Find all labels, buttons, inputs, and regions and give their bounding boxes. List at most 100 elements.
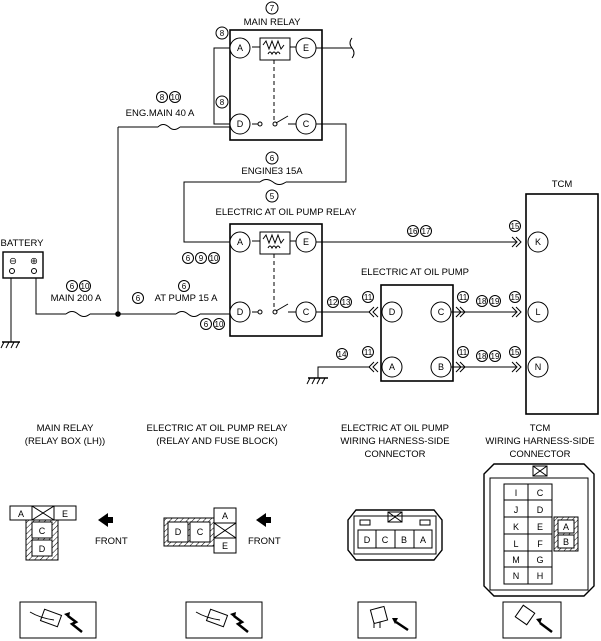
svg-text:(RELAY AND FUSE BLOCK): (RELAY AND FUSE BLOCK)	[156, 436, 278, 447]
svg-text:ELECTRIC AT OIL PUMP: ELECTRIC AT OIL PUMP	[341, 423, 449, 434]
svg-text:13: 13	[342, 298, 351, 307]
svg-text:12: 12	[329, 298, 338, 307]
svg-text:15: 15	[511, 348, 520, 357]
svg-text:C: C	[303, 119, 310, 129]
svg-text:E: E	[222, 541, 228, 551]
svg-text:E: E	[303, 237, 309, 247]
svg-text:A: A	[563, 522, 569, 532]
relay-to-pump-wire	[316, 306, 379, 318]
svg-text:CONNECTOR: CONNECTOR	[364, 449, 425, 460]
pump-relay-terminal-a	[229, 231, 251, 253]
svg-text:J: J	[514, 505, 519, 515]
svg-text:19: 19	[491, 352, 500, 361]
relay-to-tcm-wire	[316, 236, 522, 248]
svg-text:A: A	[237, 43, 243, 53]
main-relay: 7 MAIN RELAY A E D C 8 8	[215, 1, 323, 141]
oil-pump-terminal-a	[381, 356, 403, 378]
svg-text:WIRING HARNESS-SIDE: WIRING HARNESS-SIDE	[340, 436, 449, 447]
tcm: K L N	[525, 193, 599, 415]
svg-text:5: 5	[270, 192, 275, 201]
svg-text:K: K	[535, 237, 541, 247]
svg-text:F: F	[537, 539, 543, 549]
svg-text:A: A	[420, 535, 426, 545]
tcm-terminal-l	[527, 301, 549, 323]
svg-text:A: A	[237, 237, 243, 247]
svg-text:FRONT: FRONT	[95, 536, 128, 547]
svg-text:10: 10	[81, 282, 90, 291]
svg-text:D: D	[537, 505, 544, 515]
svg-text:C: C	[438, 307, 445, 317]
svg-text:TCM: TCM	[530, 423, 551, 434]
svg-text:E: E	[537, 522, 543, 532]
svg-text:18: 18	[478, 352, 487, 361]
svg-text:14: 14	[338, 350, 347, 359]
svg-text:FRONT: FRONT	[248, 536, 281, 547]
svg-text:E: E	[62, 509, 68, 519]
pump-connector-view: ELECTRIC AT OIL PUMP WIRING HARNESS-SIDE…	[340, 423, 450, 561]
svg-text:L: L	[535, 307, 540, 317]
tcm-connector-view: TCM WIRING HARNESS-SIDE CONNECTOR I J K …	[483, 423, 595, 597]
svg-text:H: H	[537, 571, 544, 581]
pump-connector-locator-icon	[357, 601, 417, 639]
svg-text:K: K	[513, 522, 519, 532]
svg-text:D: D	[39, 544, 46, 554]
svg-text:6: 6	[136, 294, 141, 303]
pump-relay-terminal-d	[229, 301, 251, 323]
battery-label: BATTERY	[1, 238, 45, 249]
main-fuse-wiring	[35, 278, 230, 317]
tcm-connector-locator-icon	[502, 601, 562, 639]
svg-text:A: A	[18, 509, 24, 519]
pump-ground-wire	[306, 361, 379, 385]
svg-text:N: N	[535, 362, 542, 372]
svg-text:B: B	[563, 537, 569, 547]
svg-text:(RELAY BOX (LH)): (RELAY BOX (LH))	[25, 436, 105, 447]
svg-text:⊖: ⊖	[9, 256, 17, 267]
tcm-terminal-n	[527, 356, 549, 378]
svg-text:B: B	[401, 535, 407, 545]
oil-pump-title: ELECTRIC AT OIL PUMP	[361, 267, 469, 278]
svg-text:CONNECTOR: CONNECTOR	[509, 449, 570, 460]
main-relay-d-ref: 8	[220, 98, 225, 107]
svg-text:C: C	[303, 307, 310, 317]
svg-text:M: M	[512, 555, 520, 565]
svg-text:15: 15	[511, 222, 520, 231]
oil-pump-terminal-d	[381, 301, 403, 323]
svg-text:16: 16	[409, 227, 418, 236]
svg-text:D: D	[364, 535, 371, 545]
svg-text:8: 8	[160, 93, 165, 102]
svg-text:6: 6	[270, 154, 275, 163]
svg-text:C: C	[197, 527, 204, 537]
pump-relay: A E D C	[229, 223, 323, 337]
svg-text:19: 19	[491, 297, 500, 306]
pump-relay-box	[229, 223, 323, 337]
svg-text:⊕: ⊕	[30, 256, 38, 267]
svg-text:10: 10	[215, 320, 224, 329]
svg-text:G: G	[536, 555, 543, 565]
svg-text:MAIN RELAY: MAIN RELAY	[37, 423, 95, 434]
main-relay-title: MAIN RELAY	[244, 17, 302, 28]
svg-text:17: 17	[422, 227, 431, 236]
svg-text:18: 18	[478, 297, 487, 306]
battery-box	[2, 251, 44, 279]
eng-main-fuse-label: ENG.MAIN 40 A	[126, 108, 195, 119]
svg-text:D: D	[389, 307, 396, 317]
svg-text:15: 15	[511, 293, 520, 302]
tcm-terminal-k	[527, 231, 549, 253]
svg-text:11: 11	[459, 293, 468, 302]
svg-text:D: D	[237, 119, 244, 129]
main-relay-box	[229, 29, 323, 141]
svg-text:11: 11	[364, 293, 373, 302]
svg-text:11: 11	[364, 348, 373, 357]
svg-text:11: 11	[459, 348, 468, 357]
main-fuse-label: MAIN 200 A	[51, 293, 102, 304]
svg-text:6: 6	[204, 320, 209, 329]
oil-pump: D C A B	[380, 284, 454, 382]
svg-text:9: 9	[199, 254, 204, 263]
pump-relay-view: ELECTRIC AT OIL PUMP RELAY (RELAY AND FU…	[147, 423, 288, 554]
svg-text:I: I	[515, 488, 518, 498]
oil-pump-box	[380, 284, 454, 382]
svg-text:D: D	[237, 307, 244, 317]
svg-text:6: 6	[70, 282, 75, 291]
pump-relay-locator-icon	[185, 601, 263, 639]
